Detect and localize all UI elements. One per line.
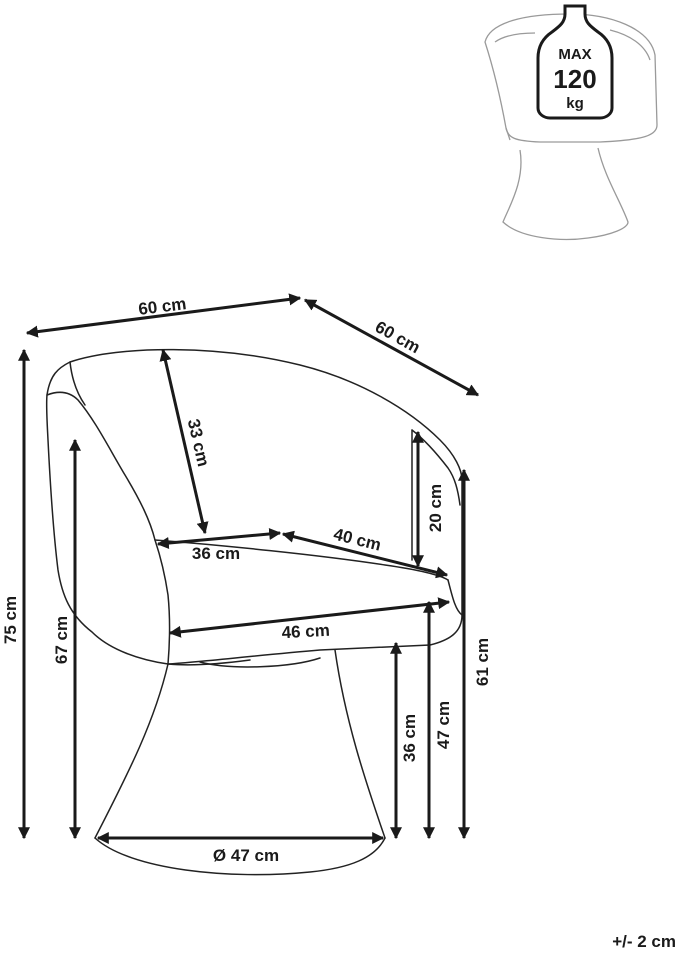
label-armrest-height: 67 cm xyxy=(52,616,71,664)
weight-icon: MAX 120 kg xyxy=(536,4,614,120)
label-overall-width: 60 cm xyxy=(137,294,187,319)
dimension-lines xyxy=(18,293,480,844)
max-label: MAX xyxy=(558,46,591,63)
max-unit: kg xyxy=(566,95,584,112)
chair-outline xyxy=(45,348,463,876)
seat-depth-left-line xyxy=(156,527,282,550)
tolerance-note: +/- 2 cm xyxy=(612,932,676,951)
label-seat-width: 46 cm xyxy=(281,621,330,642)
label-seat-depth-right: 40 cm xyxy=(332,525,383,555)
width-line xyxy=(25,293,302,338)
max-load-illustration: MAX 120 kg xyxy=(484,4,658,241)
label-side-height: 61 cm xyxy=(473,638,492,686)
depth-line xyxy=(303,298,480,397)
seat-depth-right-line xyxy=(281,530,449,579)
label-arm-height: 20 cm xyxy=(426,484,445,532)
max-value: 120 xyxy=(553,64,596,94)
label-base-diameter: Ø 47 cm xyxy=(213,846,279,865)
back-height-line xyxy=(159,348,209,535)
label-base-height: 36 cm xyxy=(400,714,419,762)
seat-width-line xyxy=(168,597,451,638)
label-seat-height: 47 cm xyxy=(434,701,453,749)
label-overall-height: 75 cm xyxy=(1,596,20,644)
label-seat-depth-left: 36 cm xyxy=(192,544,240,563)
